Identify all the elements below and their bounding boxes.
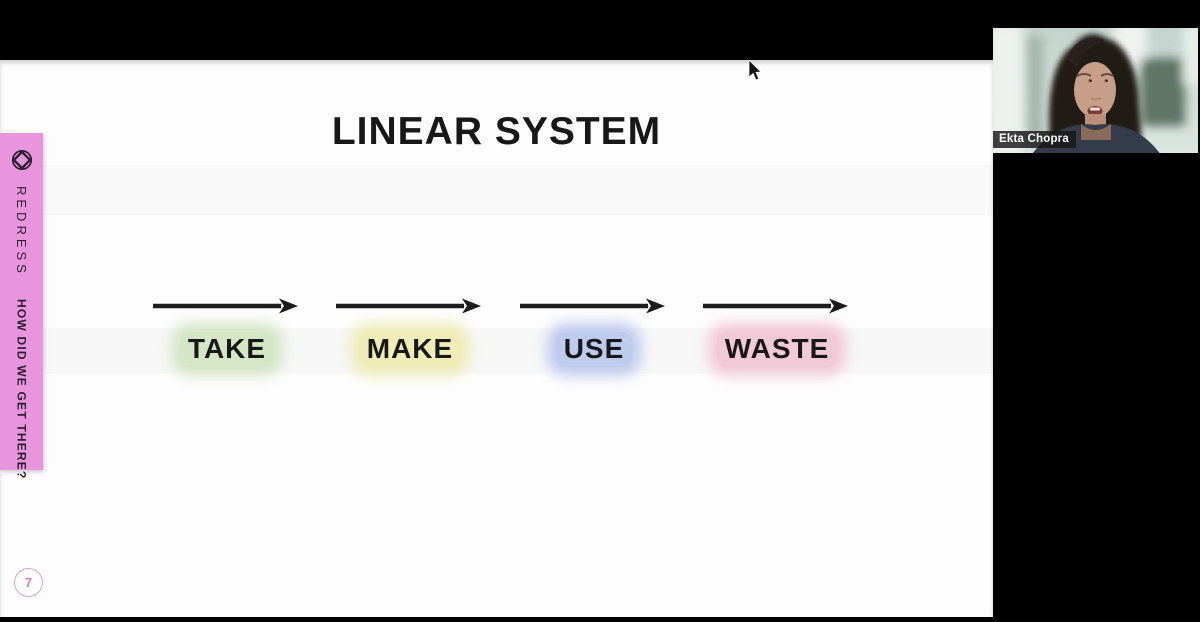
flow-label: MAKE (358, 332, 462, 367)
right-arrow-icon (153, 298, 298, 314)
slide-gradient-band (0, 165, 993, 215)
flow-stage-take: TAKE (152, 298, 302, 418)
flow-label: TAKE (179, 332, 275, 367)
slide-title: LINEAR SYSTEM (331, 110, 662, 153)
slide-page-number: 7 (14, 568, 43, 597)
right-arrow-icon (520, 298, 665, 314)
participant-name-label: Ekta Chopra (993, 131, 1076, 148)
flow-label: USE (555, 332, 633, 367)
flow-stage-make: MAKE (335, 298, 485, 418)
shared-slide: LINEAR SYSTEM REDRESS HOW DID WE GET THE… (0, 60, 993, 617)
right-arrow-icon (336, 298, 481, 314)
brand-name: REDRESS (14, 186, 29, 277)
mouse-cursor-icon (748, 60, 762, 81)
section-tagline: HOW DID WE GET THERE? (14, 298, 29, 480)
right-arrow-icon (703, 298, 848, 314)
flow-stage-use: USE (519, 298, 669, 418)
flow-label: WASTE (716, 332, 838, 367)
brand-sidebar: REDRESS HOW DID WE GET THERE? (0, 133, 43, 479)
flow-stage-waste: WASTE (702, 298, 852, 418)
redress-logo-icon (9, 147, 35, 178)
participant-video-tile[interactable]: Ekta Chopra (993, 28, 1198, 153)
